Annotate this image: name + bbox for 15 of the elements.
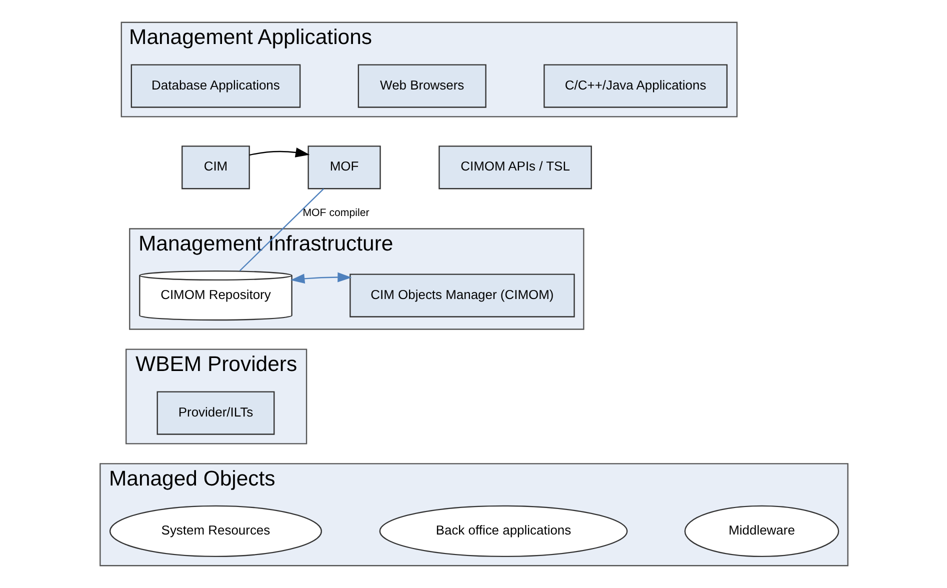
node-box: MOF — [307, 146, 380, 190]
node-box: CIMOM APIs / TSL — [438, 146, 592, 190]
node-box: CIM Objects Manager (CIMOM) — [349, 274, 574, 318]
edge-label: MOF compiler — [302, 207, 369, 219]
node-ellipse: System Resources — [108, 505, 322, 558]
node-ellipse: Middleware — [684, 505, 839, 558]
node-box: CIM — [181, 146, 250, 190]
node-box: Web Browsers — [357, 64, 486, 108]
node-box: Provider/ILTs — [156, 391, 274, 435]
node-ellipse: Back office applications — [378, 505, 628, 558]
arrow — [290, 272, 352, 284]
arrow — [248, 148, 310, 158]
connector — [238, 188, 324, 272]
node-box: Database Applications — [130, 64, 300, 108]
node-box: C/C++/Java Applications — [543, 64, 728, 108]
